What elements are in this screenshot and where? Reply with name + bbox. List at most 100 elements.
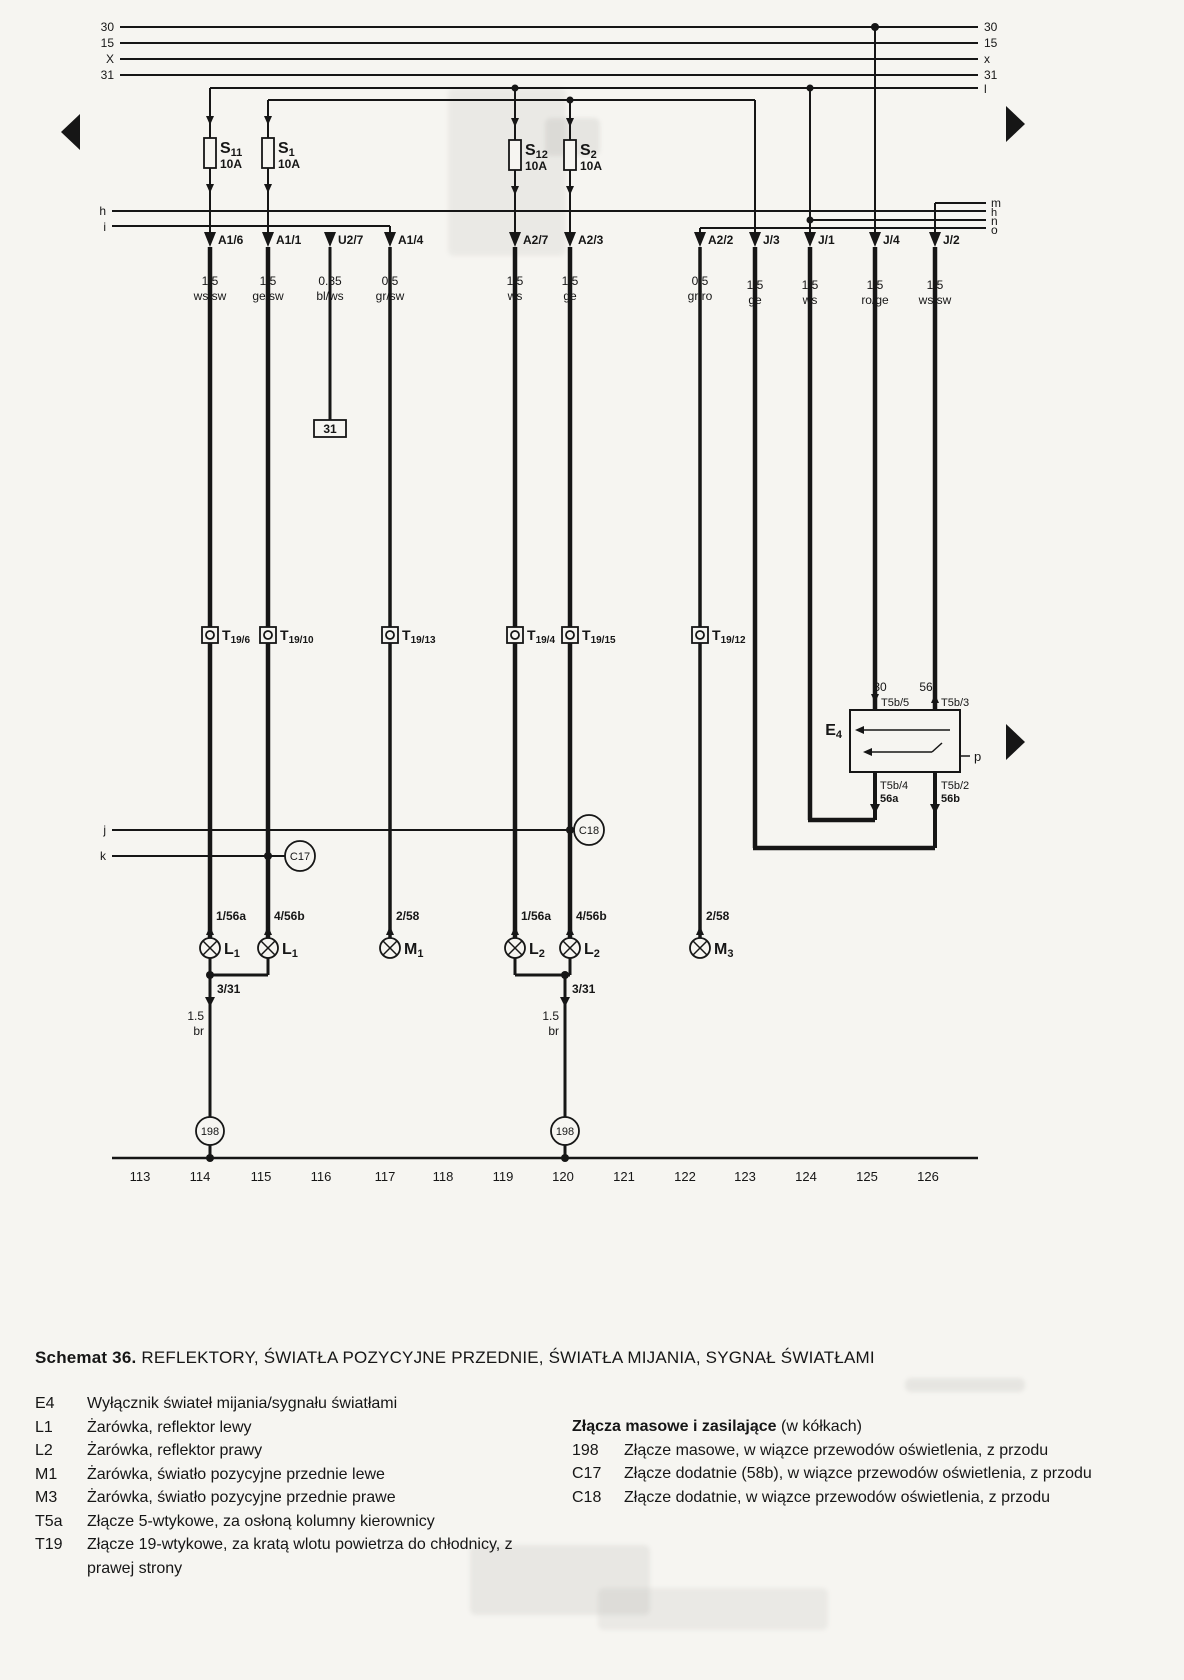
schematic-title-number: Schemat 36. (35, 1348, 137, 1367)
ground-box-label: 31 (323, 422, 337, 436)
t19-label: T19/6 (222, 627, 250, 646)
page-arrows (61, 106, 1025, 760)
connector-row: A1/6 A1/1 U2/7 A1/4 A2/7 A2/3 A2/2 J/3 J… (204, 232, 960, 247)
t19-label: T19/13 (402, 627, 436, 646)
ground-point-label: 198 (556, 1126, 574, 1138)
track-number: 114 (190, 1169, 211, 1184)
rail-label-15-right: 15 (984, 36, 998, 50)
bulb-label: L2 (529, 941, 545, 960)
e4-p-label: p (974, 749, 981, 764)
track-number: 122 (674, 1169, 696, 1184)
scan-artifact (470, 1545, 650, 1615)
rail-label-l-right: l (984, 82, 987, 96)
rail-label-31-left: 31 (101, 68, 115, 82)
page-arrow-right-e4-icon (1006, 724, 1025, 760)
c18-circle (573, 814, 605, 846)
bulb-pin: 1/56a (216, 909, 246, 923)
bulb-symbol-m1 (379, 937, 401, 959)
connector-label: A2/7 (523, 233, 549, 247)
bulb-pin: 2/58 (396, 909, 420, 923)
ground-pin-label: 3/31 (217, 982, 241, 996)
connector-label: J/3 (763, 233, 780, 247)
bulb-symbol-l2a (504, 937, 526, 959)
ground-point-198 (550, 1116, 580, 1146)
fuse-s1-label: S1 (278, 140, 295, 159)
schematic-title-text: REFLEKTORY, ŚWIATŁA POZYCYJNE PRZEDNIE, … (136, 1348, 875, 1367)
e4-pin-t5b5: T5b/5 (881, 697, 909, 709)
e4-box (849, 709, 961, 773)
track-number: 123 (734, 1169, 756, 1184)
fuse-s1-symbol (261, 137, 275, 169)
bulb-symbol-m3 (689, 937, 711, 959)
connector-label: A1/6 (218, 233, 244, 247)
fuse-feed-lines (210, 84, 978, 104)
line-label-h-right: h (991, 207, 997, 219)
ground-wires: 3/31 1.5 br 198 3/31 1.5 br 198 (187, 958, 596, 1162)
bulbs: 1/56a 4/56b 2/58 1/56a 4/56b 2/58 L1 L1 … (199, 909, 733, 960)
connector-label: A2/2 (708, 233, 734, 247)
fuse-columns (206, 27, 936, 232)
track-number: 120 (552, 1169, 574, 1184)
ground-wire-color: br (548, 1024, 559, 1038)
bulb-symbol-l1b (257, 937, 279, 959)
t19-label: T19/10 (280, 627, 314, 646)
track-number: 115 (251, 1169, 272, 1184)
bulb-label: M1 (404, 941, 423, 960)
scan-artifact (598, 1588, 828, 1630)
bulb-pin: 4/56b (274, 909, 305, 923)
c17-circle (284, 840, 316, 872)
schematic-title: Schemat 36. REFLEKTORY, ŚWIATŁA POZYCYJN… (35, 1348, 875, 1368)
scan-artifact (905, 1378, 1025, 1392)
track-number: 119 (493, 1169, 514, 1184)
connector-label: J/2 (943, 233, 960, 247)
line-label-m-right: m (991, 196, 1001, 210)
ground-wire-color: br (193, 1024, 204, 1038)
scan-artifact (448, 88, 566, 256)
bottom-rail: 113 114 115 116 117 118 119 120 121 122 … (112, 1156, 978, 1184)
page-arrow-left-icon (61, 114, 80, 150)
fuse-s2-rating: 10A (580, 159, 602, 173)
fuse-s11-rating: 10A (220, 157, 242, 171)
e4-term-56a: 56a (880, 793, 899, 805)
ground-point-198 (195, 1116, 225, 1146)
t19-label: T19/15 (582, 627, 616, 646)
rail-label-15-left: 15 (101, 36, 115, 50)
ground-box-31: 31 (313, 419, 347, 438)
bulb-pin: 4/56b (576, 909, 607, 923)
rail-label-31-right: 31 (984, 68, 998, 82)
c-connectors: C18 j C17 k (100, 814, 605, 872)
track-number: 113 (130, 1169, 151, 1184)
fuse-s11-symbol (203, 137, 217, 169)
fuse-s12-symbol (508, 139, 522, 171)
e4-term-56: 56 (919, 680, 933, 694)
ground-wire-size: 1.5 (187, 1009, 204, 1023)
rail-label-x-right: x (984, 52, 990, 66)
track-number: 121 (613, 1169, 635, 1184)
e4-pin-t5b4: T5b/4 (880, 780, 908, 792)
c17-label: C17 (290, 851, 310, 863)
power-rails: 30 15 X 31 30 15 x 31 l (101, 20, 998, 96)
connector-label: J/4 (883, 233, 900, 247)
fuse-s12-label: S12 (525, 142, 548, 161)
legend-connections: Złącza masowe i zasilające (w kółkach) 1… (572, 1415, 1132, 1509)
track-number: 116 (311, 1169, 332, 1184)
rail-label-x-left: X (106, 52, 114, 66)
line-label-k-left: k (100, 849, 107, 863)
connector-label: A2/3 (578, 233, 604, 247)
connector-label: A1/1 (276, 233, 302, 247)
t19-label: T19/4 (527, 627, 555, 646)
bulb-symbol-l2b (559, 937, 581, 959)
connector-label: A1/4 (398, 233, 424, 247)
bulb-pin: 2/58 (706, 909, 730, 923)
track-number: 124 (795, 1169, 817, 1184)
fuse-s12-rating: 10A (525, 159, 547, 173)
track-number: 117 (375, 1169, 396, 1184)
